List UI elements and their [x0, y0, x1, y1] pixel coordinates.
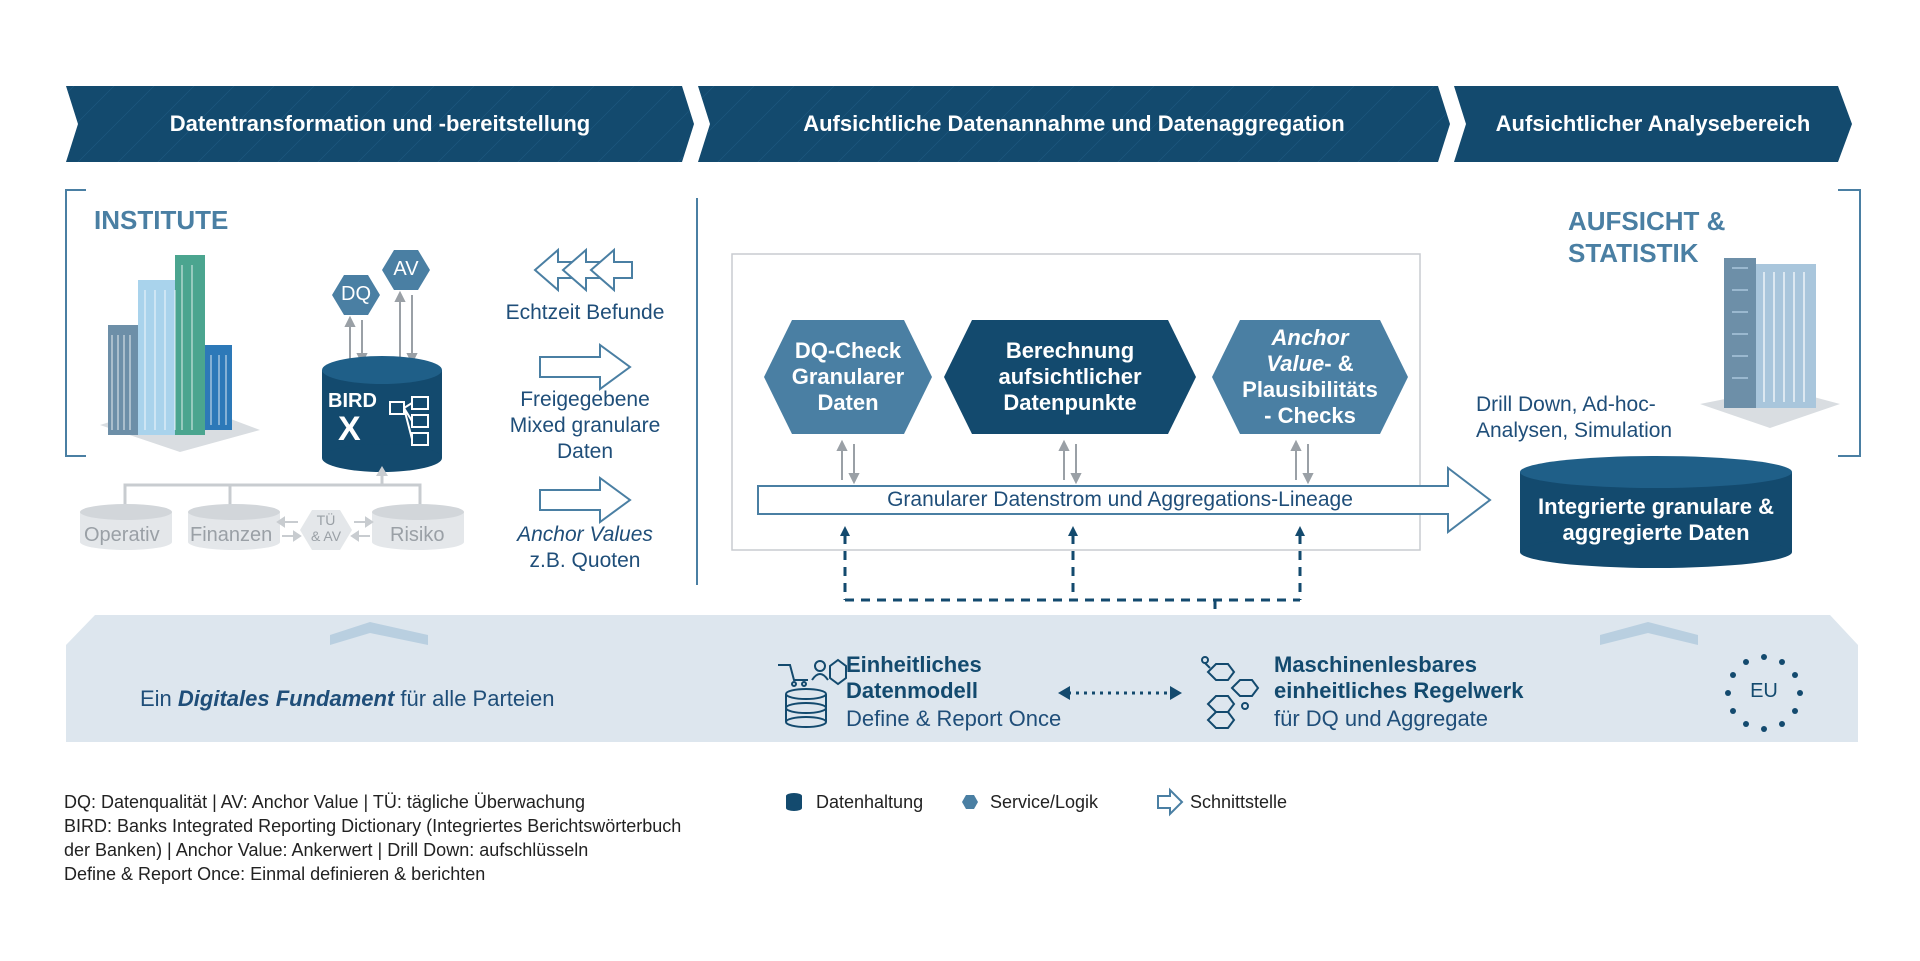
- legend-datenhaltung: Datenhaltung: [816, 792, 924, 812]
- aufsicht-bracket: [1838, 189, 1861, 457]
- anchor-arrow-icon: [539, 476, 632, 524]
- institute-bracket: [65, 189, 86, 457]
- foundation-band: [66, 615, 1858, 742]
- stream-label: Granularer Datenstrom und Aggregations-L…: [887, 488, 1353, 511]
- quoten-label: z.B. Quoten: [529, 549, 641, 572]
- legend-line-3: der Banken) | Anchor Value: Ankerwert | …: [64, 840, 589, 860]
- bird-database: [322, 356, 442, 472]
- chevron-left: [330, 622, 428, 645]
- av-label: AV: [393, 258, 419, 280]
- header-title-3: Aufsichtlicher Analysebereich: [1495, 111, 1811, 136]
- echtzeit-label: Echtzeit Befunde: [505, 301, 665, 324]
- bird-label: BIRD: [328, 390, 377, 412]
- hex-anchor-italic: Anchor Value: [1266, 325, 1349, 376]
- legend-schnittstelle-icon: [1157, 787, 1184, 817]
- header-title-2: Aufsichtliche Datenannahme und Datenaggr…: [803, 111, 1345, 136]
- freigegebene-label: Freigegebene Mixed granulare Daten: [509, 388, 661, 463]
- db-operativ-label: Operativ: [84, 524, 160, 546]
- model-title: Einheitliches Datenmodell: [846, 652, 982, 703]
- rules-sub: für DQ und Aggregate: [1274, 706, 1489, 731]
- hex-anchor-rest: - & Plausibilitäts - Checks: [1242, 351, 1378, 428]
- source-databases: [80, 504, 464, 550]
- db-finanzen-label: Finanzen: [190, 524, 273, 546]
- foundation-prefix: Ein: [140, 686, 178, 711]
- freigegebene-arrow-icon: [539, 343, 632, 391]
- dq-hex: [332, 275, 380, 315]
- hex-dq-check: [764, 320, 932, 434]
- aufsicht-database: [1520, 456, 1792, 568]
- echtzeit-arrow-icon: [533, 247, 633, 293]
- hex-anchor-label: Anchor Value- & Plausibilitäts - Checks: [1240, 322, 1380, 432]
- regelwerk-icon: [1201, 656, 1260, 729]
- stream-arrow: [757, 465, 1492, 535]
- hex-berechnung: [944, 320, 1196, 434]
- av-hex: [382, 250, 430, 290]
- aufsicht-db-label: Integrierte granulare & aggregierte Date…: [1538, 494, 1774, 545]
- tu-av-label: TÜ & AV: [310, 512, 342, 544]
- aufsicht-title: AUFSICHT & STATISTIK: [1568, 206, 1726, 268]
- anchor-values-label: Anchor Values: [517, 523, 653, 546]
- tu-av-hex: [300, 510, 352, 550]
- drill-label: Drill Down, Ad-hoc- Analysen, Simulation: [1476, 393, 1673, 442]
- dq-label: DQ: [341, 283, 371, 305]
- datenmodell-icon: [778, 658, 847, 728]
- db-risiko-label: Risiko: [390, 524, 445, 546]
- foundation-bold: Digitales Fundament: [177, 686, 395, 711]
- institute-title: INSTITUTE: [94, 205, 229, 235]
- legend-service: Service/Logik: [990, 792, 1099, 812]
- eu-label: EU: [1750, 680, 1778, 702]
- chevron-right: [1600, 622, 1698, 645]
- buildings-icon: [100, 255, 260, 452]
- foundation-text: Ein Digitales Fundament für alle Parteie…: [140, 686, 554, 712]
- hex-dq-check-label: DQ-Check Granularer Daten: [791, 338, 905, 415]
- legend-line-2: BIRD: Banks Integrated Reporting Diction…: [64, 816, 682, 836]
- legend-schnittstelle: Schnittstelle: [1190, 792, 1288, 812]
- legend-line-4: Define & Report Once: Einmal definieren …: [64, 864, 486, 884]
- foundation-suffix: für alle Parteien: [394, 686, 555, 711]
- legend-datenhaltung-icon: [786, 793, 802, 811]
- header-banner-3: [1454, 86, 1852, 162]
- model-sub: Define & Report Once: [846, 706, 1062, 731]
- hex-anchor: [1212, 320, 1408, 434]
- hex-berechnung-label: Berechnung aufsichtlicher Datenpunkte: [998, 338, 1142, 415]
- eu-stars-icon: [1725, 654, 1803, 732]
- aufsicht-building-icon: [1700, 258, 1840, 428]
- legend-service-icon: [962, 795, 978, 809]
- legend-line-1: DQ: Datenqualität | AV: Anchor Value | T…: [64, 792, 585, 812]
- datenmodell-regelwerk-link: [1058, 686, 1182, 700]
- bird-x-label: X: [338, 410, 361, 448]
- header-title-1: Datentransformation und -bereitstellung: [169, 111, 591, 136]
- rules-title: Maschinenlesbares einheitliches Regelwer…: [1274, 652, 1524, 703]
